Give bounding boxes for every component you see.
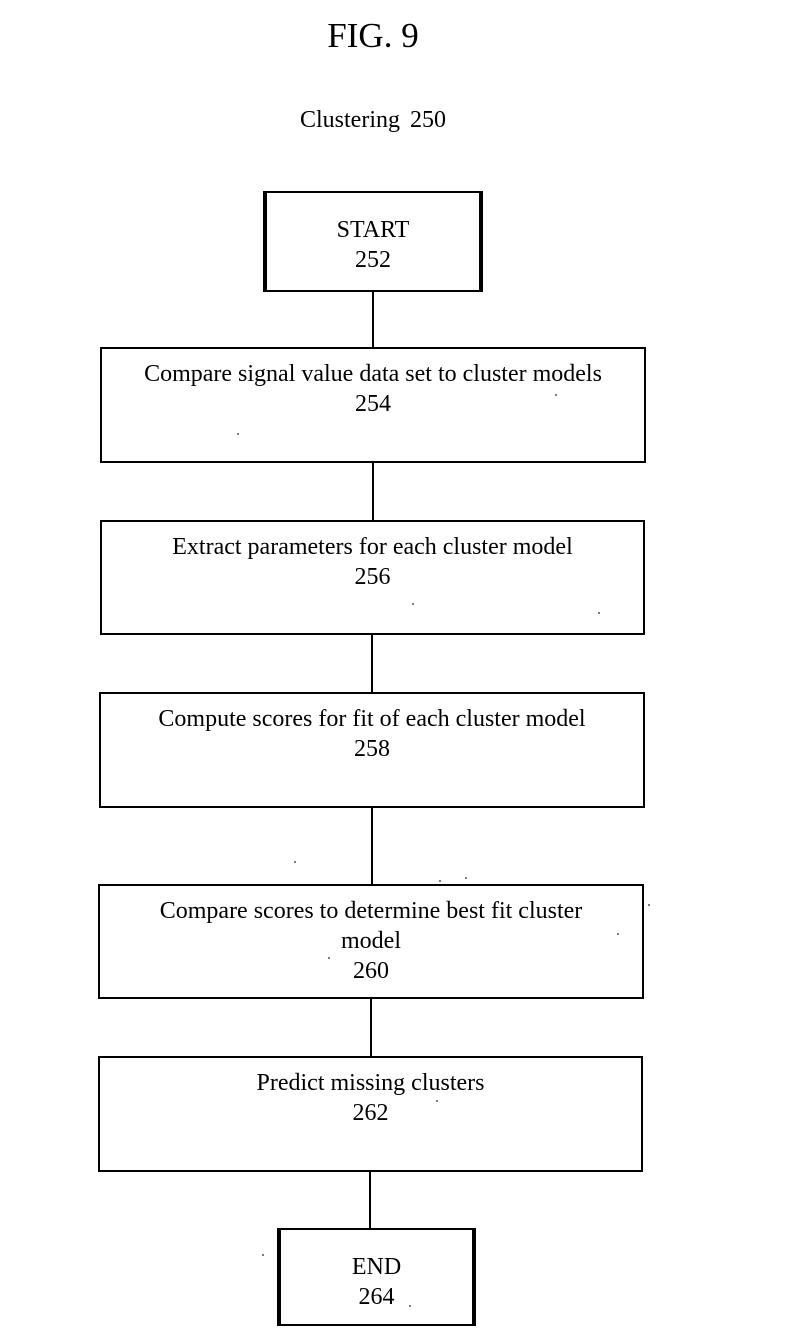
step-label-254: Compare signal value data set to cluster…: [144, 361, 602, 387]
step-label-260: Compare scores to determine best fit clu…: [159, 898, 583, 954]
step-ref-254: 254: [355, 391, 391, 417]
scan-speck: [598, 612, 600, 614]
scan-speck: [409, 1305, 411, 1307]
connector-start-to-254: [372, 292, 374, 347]
step-box-258: Compute scores for fit of each cluster m…: [99, 692, 645, 808]
step-box-254: Compare signal value data set to cluster…: [100, 347, 646, 463]
step-ref-258: 258: [354, 736, 390, 762]
scan-speck: [237, 433, 239, 435]
figure-subtitle: Clustering 250: [300, 107, 446, 133]
connector-258-to-260: [371, 808, 373, 884]
step-box-256: Extract parameters for each cluster mode…: [100, 520, 645, 635]
step-label-262: Predict missing clusters: [256, 1070, 485, 1096]
start-box: START 252: [263, 191, 483, 292]
step-label-258: Compute scores for fit of each cluster m…: [158, 706, 586, 732]
scan-speck: [262, 1254, 264, 1256]
step-ref-260: 260: [353, 958, 389, 984]
end-label: END: [351, 1254, 402, 1280]
connector-262-to-end: [369, 1172, 371, 1228]
step-ref-262: 262: [352, 1100, 389, 1126]
start-label: START: [336, 217, 410, 243]
step-box-260: Compare scores to determine best fit clu…: [98, 884, 644, 999]
scan-speck: [294, 861, 296, 863]
connector-260-to-262: [370, 999, 372, 1056]
step-ref-256: 256: [354, 564, 391, 590]
scan-speck: [328, 957, 330, 959]
scan-speck: [617, 933, 619, 935]
scan-speck: [648, 904, 650, 906]
start-ref: 252: [355, 247, 391, 273]
scan-speck: [439, 880, 441, 882]
scan-speck: [436, 1100, 438, 1102]
scan-speck: [555, 394, 557, 396]
connector-254-to-256: [372, 463, 374, 520]
step-label-256: Extract parameters for each cluster mode…: [172, 534, 573, 560]
figure-title: FIG. 9: [327, 16, 419, 55]
end-box: END 264: [277, 1228, 476, 1326]
end-ref: 264: [358, 1284, 395, 1310]
connector-256-to-258: [371, 635, 373, 692]
scan-speck: [412, 603, 414, 605]
scan-speck: [465, 877, 467, 879]
step-box-262: Predict missing clusters 262: [98, 1056, 643, 1172]
